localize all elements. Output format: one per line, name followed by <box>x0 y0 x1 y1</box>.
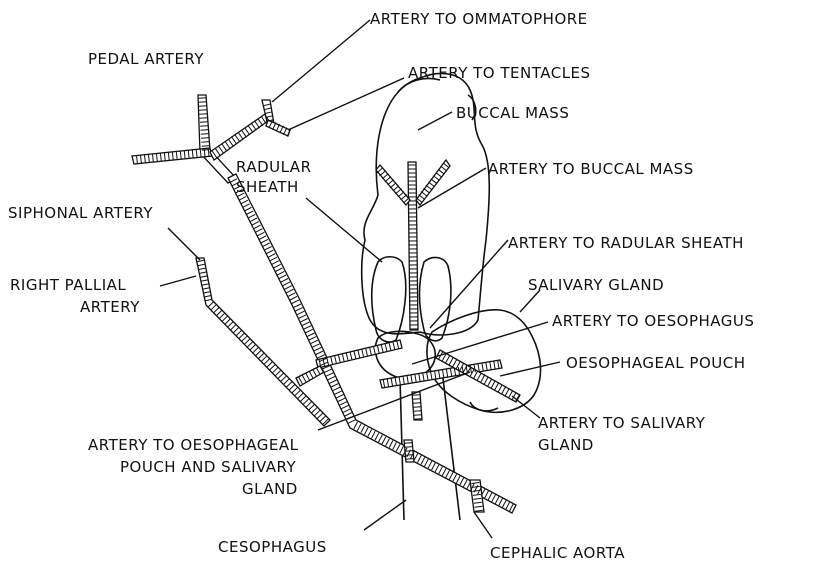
hatch-mark <box>413 407 421 408</box>
hatch-mark <box>406 459 414 460</box>
hatch-mark <box>199 114 207 115</box>
hatch-mark <box>405 455 413 456</box>
hatch-mark <box>200 118 208 119</box>
label-artery-to-buccal-mass: ARTERY TO BUCCAL MASS <box>488 160 694 178</box>
label-right-pallial-2: ARTERY <box>80 298 140 316</box>
label-artery-to-ommatophore: ARTERY TO OMMATOPHORE <box>370 10 588 28</box>
label-artery-to-oes-pouch-2: POUCH AND SALIVARY <box>120 458 297 476</box>
label-right-pallial-1: RIGHT PALLIAL <box>10 276 126 294</box>
pedal-artery-vessel <box>132 95 236 183</box>
hatch-mark <box>199 106 207 107</box>
hatch-mark <box>413 399 421 400</box>
label-oesophageal-pouch: OESOPHAGEAL POUCH <box>566 354 746 372</box>
hatch-mark <box>201 138 209 139</box>
hatch-mark <box>405 447 413 448</box>
hatch-mark <box>202 146 210 147</box>
label-artery-to-oesophagus: ARTERY TO OESOPHAGUS <box>552 312 754 330</box>
hatch-mark <box>199 110 207 111</box>
label-radular-sheath-2: SHEATH <box>236 178 299 196</box>
hatch-mark <box>414 415 422 416</box>
hatch-mark <box>200 126 208 127</box>
label-salivary-gland: SALIVARY GLAND <box>528 276 664 294</box>
label-artery-to-salivary-2: GLAND <box>538 436 594 454</box>
hatch-mark <box>412 395 420 396</box>
label-artery-to-tentacles: ARTERY TO TENTACLES <box>408 64 591 82</box>
label-siphonal-artery: SIPHONAL ARTERY <box>8 204 153 222</box>
hatch-mark <box>414 419 422 420</box>
hatch-mark <box>199 102 207 103</box>
hatch-mark <box>405 451 413 452</box>
hatch-mark <box>200 122 208 123</box>
label-artery-to-oes-pouch-1: ARTERY TO OESOPHAGEAL <box>88 436 299 454</box>
hatch-mark <box>413 403 421 404</box>
label-radular-sheath-1: RADULAR <box>236 158 312 176</box>
label-oesophagus: CESOPHAGUS <box>218 538 327 556</box>
hatch-mark <box>201 134 209 135</box>
label-artery-to-salivary-1: ARTERY TO SALIVARY <box>538 414 706 432</box>
hatch-mark <box>201 130 209 131</box>
label-artery-to-radular-sheath: ARTERY TO RADULAR SHEATH <box>508 234 744 252</box>
label-artery-to-oes-pouch-3: GLAND <box>242 480 298 498</box>
label-cephalic-aorta: CEPHALIC AORTA <box>490 544 625 562</box>
hatch-mark <box>413 411 421 412</box>
hatch-mark <box>404 443 412 444</box>
label-pedal-artery: PEDAL ARTERY <box>88 50 204 68</box>
label-buccal-mass: BUCCAL MASS <box>456 104 569 122</box>
hatch-mark <box>198 98 206 99</box>
hatch-mark <box>201 142 209 143</box>
